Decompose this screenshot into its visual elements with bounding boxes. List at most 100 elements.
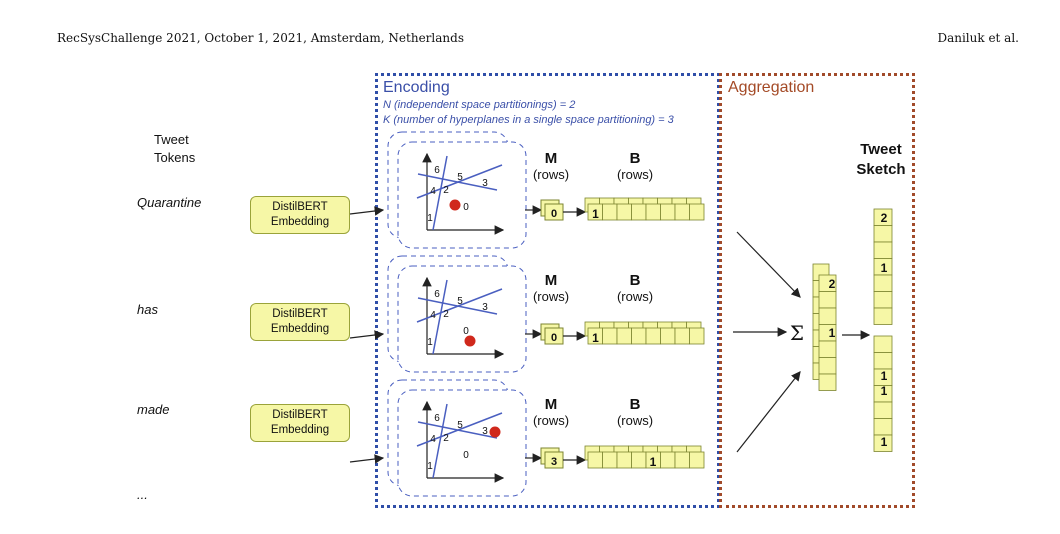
sketch-cell [873, 401, 893, 419]
m-sub: (rows) [532, 289, 570, 304]
sketch-value: 1 [881, 435, 888, 449]
b-letter: B [629, 396, 641, 413]
embedded-point [464, 335, 476, 347]
tweet-tokens-heading: Tweet Tokens [154, 131, 195, 167]
b-sub: (rows) [616, 289, 654, 304]
embedded-point [489, 426, 501, 438]
b-label-1: B(rows) [612, 150, 658, 182]
tweet-tokens-heading-line2: Tokens [154, 150, 196, 165]
hyperplane-line [432, 155, 448, 231]
aggregation-region [719, 73, 915, 508]
m-value: 0 [551, 332, 557, 344]
region-number-2: 2 [443, 309, 449, 320]
running-header-left: RecSysChallenge 2021, October 1, 2021, A… [57, 31, 464, 45]
b-cell-front [660, 451, 676, 469]
m-label-2: M(rows) [528, 272, 574, 304]
b-cell-front [602, 451, 618, 469]
arrow-embedding-to-encoding [349, 454, 385, 464]
embedding-box-2: DistilBERT Embedding [250, 303, 350, 341]
region-number-4: 4 [430, 434, 436, 445]
m-sub: (rows) [532, 413, 570, 428]
b-cell-front [616, 327, 632, 345]
arrow-embedding-to-encoding [349, 206, 385, 216]
region-number-3: 3 [482, 178, 488, 189]
hyperplane-line [417, 173, 498, 191]
partition-panel-back [387, 131, 509, 239]
arrow-to-sum-1 [736, 231, 801, 298]
sketch-cell [873, 434, 893, 452]
tweet-sketch-title-line1: Tweet [860, 141, 902, 158]
hyperplane-line [417, 421, 498, 439]
agg-cell-front [818, 340, 837, 358]
embedding-line2: Embedding [270, 424, 330, 436]
b-sub: (rows) [616, 167, 654, 182]
hyperplane-line [417, 297, 498, 315]
b-label-2: B(rows) [612, 272, 658, 304]
running-header-right: Daniluk et al. [937, 31, 1019, 45]
m-label-3: M(rows) [528, 396, 574, 428]
token-has: has [137, 302, 158, 317]
hyperplane-line [416, 412, 503, 447]
region-number-1: 1 [427, 461, 433, 472]
b-sub: (rows) [616, 413, 654, 428]
agg-value: 1 [829, 326, 836, 340]
note-k-hyperplanes: K (number of hyperplanes in a single spa… [383, 114, 674, 126]
b-cell-front [689, 451, 705, 469]
note-n-partitionings: N (independent space partitionings) = 2 [383, 99, 576, 111]
b-value: 1 [592, 207, 599, 221]
sketch-cell [873, 274, 893, 292]
sketch-cell [873, 241, 893, 259]
b-cell-front [660, 203, 676, 221]
embedding-box-3: DistilBERT Embedding [250, 404, 350, 442]
b-cell-front [674, 203, 690, 221]
region-number-0: 0 [463, 326, 469, 337]
tweet-sketch-title-line2: Sketch [856, 161, 906, 178]
region-number-5: 5 [457, 420, 463, 431]
agg-cell-front [818, 373, 837, 391]
m-letter: M [544, 272, 558, 289]
partition-panel-back [387, 379, 509, 487]
embedded-point [449, 199, 461, 211]
m-value: 0 [551, 208, 557, 220]
b-cell-front [645, 203, 661, 221]
m-sub: (rows) [532, 167, 570, 182]
partition-panel-front [397, 265, 527, 373]
region-number-1: 1 [427, 337, 433, 348]
b-label-3: B(rows) [612, 396, 658, 428]
b-cell-front [674, 451, 690, 469]
embedding-line1: DistilBERT [272, 201, 328, 213]
embedding-box-1: DistilBERT Embedding [250, 196, 350, 234]
token-quarantine: Quarantine [137, 195, 202, 210]
sketch-cell [873, 291, 893, 309]
region-number-6: 6 [434, 289, 440, 300]
b-cell-front [616, 203, 632, 221]
sketch-cell [873, 307, 893, 325]
region-number-5: 5 [457, 172, 463, 183]
b-cell-front [631, 327, 647, 345]
hyperplane-line [416, 288, 503, 323]
region-number-0: 0 [463, 450, 469, 461]
m-value: 3 [551, 456, 557, 468]
m-label-1: M(rows) [528, 150, 574, 182]
b-cell-front [602, 203, 618, 221]
token-made: made [137, 402, 170, 417]
agg-cell-front [818, 291, 837, 309]
agg-cell-front [818, 357, 837, 375]
b-cell-front [631, 203, 647, 221]
region-number-6: 6 [434, 413, 440, 424]
region-number-3: 3 [482, 302, 488, 313]
b-value: 1 [592, 331, 599, 345]
token-ellipsis: ... [137, 487, 148, 502]
embedding-line1: DistilBERT [272, 409, 328, 421]
encoding-region [375, 73, 720, 508]
b-cell-front [602, 327, 618, 345]
embedding-line1: DistilBERT [272, 308, 328, 320]
embedding-line2: Embedding [270, 323, 330, 335]
embedding-line2: Embedding [270, 216, 330, 228]
m-letter: M [544, 150, 558, 167]
region-number-1: 1 [427, 213, 433, 224]
sketch-cell [873, 352, 893, 370]
b-cell-front [689, 327, 705, 345]
region-number-2: 2 [443, 433, 449, 444]
